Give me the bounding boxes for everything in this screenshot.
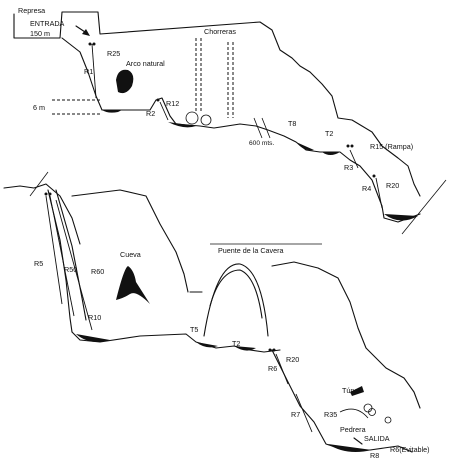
label-r10: R10 xyxy=(88,313,101,322)
cueva-shape xyxy=(116,266,150,304)
rope-r1 xyxy=(91,43,97,99)
label-r8: R8 xyxy=(370,451,379,460)
anchor-dot xyxy=(88,42,92,46)
label-r35: R35 xyxy=(324,410,337,419)
label-600-mts: 600 mts. xyxy=(249,140,274,147)
pool-salida xyxy=(328,444,372,452)
pool-r2 xyxy=(102,110,122,113)
label-r4: R4 xyxy=(362,184,371,193)
label-arco-natural: Arco natural xyxy=(126,59,165,68)
boulder-1 xyxy=(185,111,199,125)
anchor-dot xyxy=(372,174,376,178)
bottom-section-floor-right xyxy=(271,349,413,453)
label-t8: T8 xyxy=(288,119,296,128)
anchor-dot xyxy=(44,192,48,196)
label-r12: R12 xyxy=(166,99,179,108)
pool-t8 xyxy=(296,142,314,151)
shaft-wall-right xyxy=(55,189,87,321)
label-t2-top: T2 xyxy=(325,129,333,138)
label-salida: SALIDA xyxy=(364,434,390,443)
salida-arrow xyxy=(353,437,363,445)
tunel-mark xyxy=(350,386,364,396)
rope-r5 xyxy=(45,195,63,305)
anchor-dot xyxy=(156,98,160,102)
pool-r10 xyxy=(76,334,110,342)
bottom-section-ceiling-right xyxy=(189,261,421,409)
anchor-dot xyxy=(272,348,276,352)
rope-r12 xyxy=(159,101,169,121)
label-r20-bottom: R20 xyxy=(286,355,299,364)
label-r7: R7 xyxy=(291,410,300,419)
label-depth-150: 150 m xyxy=(30,29,50,38)
top-section-ceiling xyxy=(13,11,421,197)
anchor-dot xyxy=(346,144,350,148)
label-pedrera: Pedrera xyxy=(340,425,366,434)
label-r50: R50 xyxy=(64,265,77,274)
entrance-arrowhead xyxy=(82,29,90,36)
pedrera-boulder xyxy=(384,416,392,424)
anchor-dot xyxy=(92,42,96,46)
pool-r12 xyxy=(168,122,196,128)
label-represa: Represa xyxy=(18,6,45,15)
distance-break-marker xyxy=(253,117,271,139)
label-r6-evitable: R6(Evitable) xyxy=(390,445,430,454)
shaft-wall-left xyxy=(47,189,73,333)
rope-r3 xyxy=(349,149,359,169)
label-t2-bottom: T2 xyxy=(232,339,240,348)
anchor-dot xyxy=(350,144,354,148)
pedrera-path xyxy=(339,408,369,419)
label-r2: R2 xyxy=(146,109,155,118)
label-r3: R3 xyxy=(344,163,353,172)
label-cueva: Cueva xyxy=(120,250,141,259)
label-r6: R6 xyxy=(268,364,277,373)
top-section-floor xyxy=(61,37,421,223)
label-entrada: ENTRADA xyxy=(30,19,65,28)
pedrera-boulder xyxy=(368,408,376,416)
puente-arch-inner xyxy=(209,269,263,319)
label-six-m: 6 m xyxy=(33,103,45,112)
rope-r6 xyxy=(275,353,289,385)
rope-r4 xyxy=(375,177,383,209)
label-r20-top: R20 xyxy=(386,181,399,190)
left-fault-line xyxy=(29,171,49,197)
rope-r60 xyxy=(55,199,93,331)
pool-t2-bottom xyxy=(234,346,256,351)
label-r15-rampa: R15 (Rampa) xyxy=(370,142,413,151)
pool-r4 xyxy=(384,214,418,221)
anchor-dot xyxy=(48,192,52,196)
left-shaft-top xyxy=(3,183,81,245)
boulder-2 xyxy=(200,114,212,126)
pool-t2 xyxy=(322,152,340,155)
rope-r50 xyxy=(49,195,75,317)
rope-r7 xyxy=(295,393,313,433)
label-t5: T5 xyxy=(190,325,198,334)
label-r5: R5 xyxy=(34,259,43,268)
pedrera-boulder xyxy=(363,403,373,413)
label-r25: R25 xyxy=(107,49,120,58)
pool-t5 xyxy=(196,342,218,348)
fault-line xyxy=(401,179,447,235)
label-puente: Puente de la Cavera xyxy=(218,246,284,255)
label-r1: R1 xyxy=(84,67,93,76)
label-tunel: Túnel xyxy=(342,386,360,395)
anchor-dot xyxy=(268,348,272,352)
label-r60: R60 xyxy=(91,267,104,276)
bottom-section-ceiling-left xyxy=(71,189,189,293)
label-chorreras: Chorreras xyxy=(204,27,236,36)
natural-arch xyxy=(116,69,134,94)
